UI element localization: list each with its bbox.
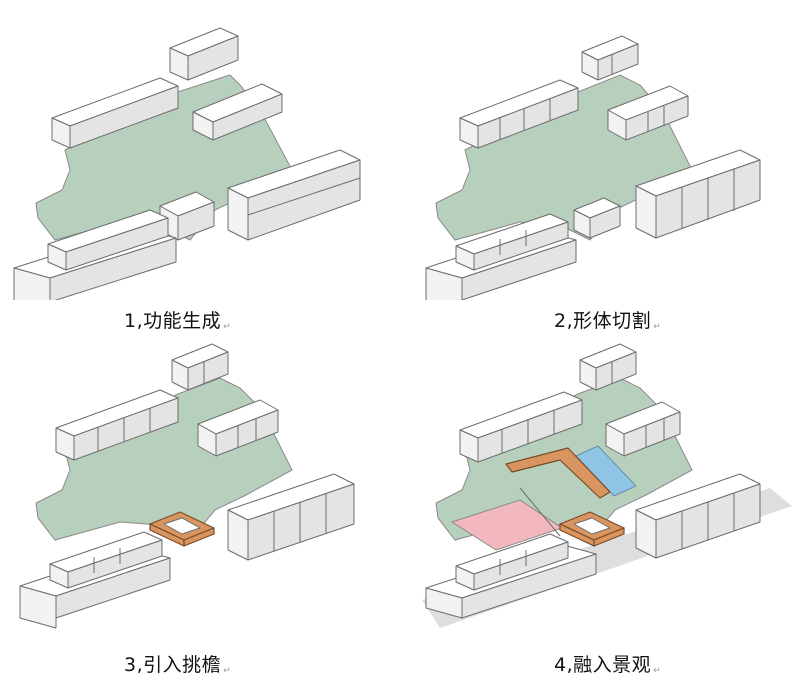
building-south — [13, 209, 177, 300]
building-north — [579, 343, 637, 391]
building-northeast — [192, 83, 283, 141]
diagram-step-4 — [422, 343, 792, 628]
building-south — [19, 531, 171, 629]
building-northwest — [51, 77, 179, 149]
diagram-step-3 — [19, 343, 355, 629]
cantilever-eave — [149, 511, 215, 547]
building-north — [169, 27, 239, 81]
building-northwest — [459, 391, 583, 463]
building-northeast — [607, 85, 689, 141]
caption-step-4: 4,融入景观↵ — [554, 650, 661, 677]
corridor-eave — [505, 447, 611, 499]
building-east — [227, 149, 361, 241]
building-north — [581, 35, 639, 81]
building-south — [425, 213, 577, 300]
cantilever-eave — [559, 511, 625, 547]
building-northeast — [197, 399, 279, 457]
paragraph-mark: ↵ — [653, 666, 662, 676]
paragraph-mark: ↵ — [653, 322, 662, 332]
caption-text: 4,融入景观 — [554, 654, 652, 676]
caption-step-1: 1,功能生成↵ — [124, 306, 231, 333]
diagram-step-2 — [425, 35, 761, 300]
caption-text: 1,功能生成 — [124, 310, 222, 332]
caption-step-3: 3,引入挑檐↵ — [124, 650, 231, 677]
building-south — [425, 533, 597, 619]
building-center — [573, 197, 621, 239]
caption-text: 3,引入挑檐 — [124, 654, 222, 676]
building-northwest — [55, 389, 179, 461]
building-east — [635, 473, 761, 559]
caption-text: 2,形体切割 — [554, 310, 652, 332]
diagram-step-1 — [13, 27, 361, 300]
building-east — [635, 149, 761, 239]
building-north — [171, 343, 229, 391]
building-northwest — [459, 79, 579, 149]
building-east — [227, 473, 355, 561]
caption-step-2: 2,形体切割↵ — [554, 306, 661, 333]
building-northeast — [605, 401, 681, 457]
paragraph-mark: ↵ — [223, 322, 232, 332]
paragraph-mark: ↵ — [223, 666, 232, 676]
